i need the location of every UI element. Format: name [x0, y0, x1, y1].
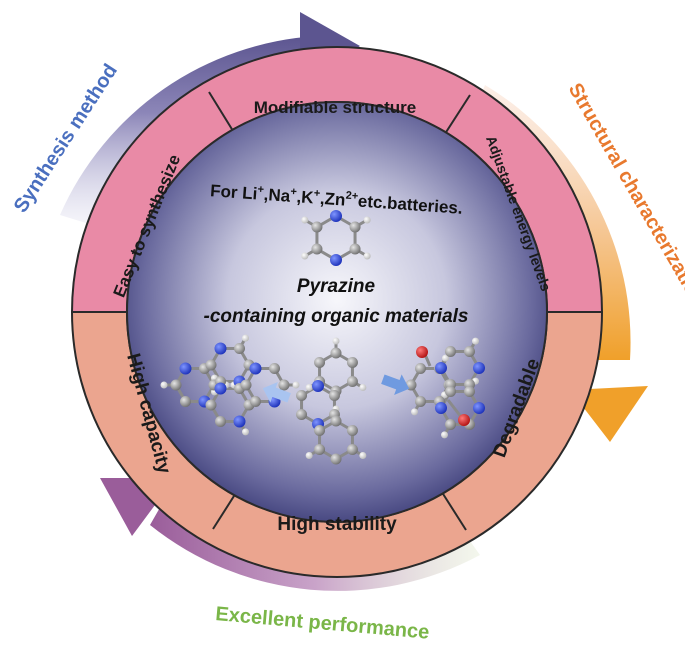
atom-h [411, 408, 418, 416]
atom-h [332, 337, 340, 345]
pyrazine-atom-c [311, 221, 323, 233]
fused-atom [170, 379, 182, 391]
atom-h [292, 381, 300, 389]
dione-atom [445, 418, 456, 430]
segment-high-stability: High stability [277, 514, 397, 535]
pyrazine-atom-c [349, 221, 361, 233]
fused-atom [234, 343, 245, 355]
quinox-atom [346, 444, 358, 455]
dione-atom [473, 402, 485, 414]
center-subtitle: -containing organic materials [204, 306, 469, 327]
fused-atom [179, 362, 192, 375]
atom-h [472, 337, 479, 345]
dione-atom [415, 395, 426, 407]
atom-h [301, 216, 309, 224]
dione-atom [445, 386, 456, 398]
pyrazine-atom-n [330, 254, 342, 266]
quinox-atom [346, 357, 358, 368]
quinox-atom [312, 380, 324, 392]
conversion-arrow-left [262, 381, 291, 403]
fused-atom [205, 359, 217, 371]
molecules [160, 210, 485, 465]
quinox-atom [314, 357, 326, 368]
quinox-atom [330, 415, 342, 427]
fused-atom [233, 415, 246, 428]
fused-atom [249, 362, 262, 375]
quinox-atom [296, 390, 308, 401]
atom-h [305, 452, 313, 459]
fused-atom [205, 399, 217, 411]
dione-atom [435, 362, 447, 374]
quinox-atom [330, 453, 342, 465]
oxygen-atom [458, 414, 470, 426]
fused-atom [214, 382, 227, 395]
fused-atom [240, 379, 252, 391]
pyrazine-atom-c [349, 243, 361, 255]
atom-h [359, 452, 367, 459]
atom-h [301, 252, 309, 260]
quinox-atom [314, 444, 326, 455]
atom-h [305, 384, 313, 391]
pyrazine-atom-n [330, 210, 342, 222]
quinox-atom [330, 347, 342, 359]
dione-atom [435, 402, 447, 414]
atom-h [442, 354, 449, 362]
fused-atom [180, 395, 191, 407]
atom-h [160, 381, 168, 389]
dione-atom [415, 363, 426, 375]
segment-modifiable-structure: Modifiable structure [254, 98, 416, 117]
fused-atom [215, 415, 226, 427]
quinox-atom [346, 376, 358, 387]
quinox-atom [328, 390, 340, 401]
pyrazine-atom-c [311, 243, 323, 255]
oxygen-atom [416, 346, 428, 358]
quinox-atom [314, 425, 326, 436]
atom-h [441, 431, 448, 439]
atom-h [359, 384, 367, 391]
center-sphere [126, 101, 548, 523]
dione-atom [473, 362, 485, 374]
dione-atom [464, 386, 475, 398]
excellent-performance-label: Excellent performance [215, 603, 431, 644]
fused-atom [250, 395, 261, 407]
dione-atom [464, 346, 475, 358]
conversion-arrow-right [381, 374, 410, 396]
center-title: Pyrazine [297, 276, 376, 297]
quinox-atom [296, 409, 308, 420]
atom-h [363, 216, 371, 224]
atom-h [242, 428, 249, 436]
atom-h [363, 252, 371, 260]
fused-atom [214, 342, 227, 355]
o-bond [446, 399, 464, 419]
fused-atom [278, 379, 290, 391]
atom-h [242, 334, 249, 342]
dione-atom [445, 346, 456, 358]
quinox-atom [346, 425, 358, 436]
fused-atom [269, 363, 280, 375]
